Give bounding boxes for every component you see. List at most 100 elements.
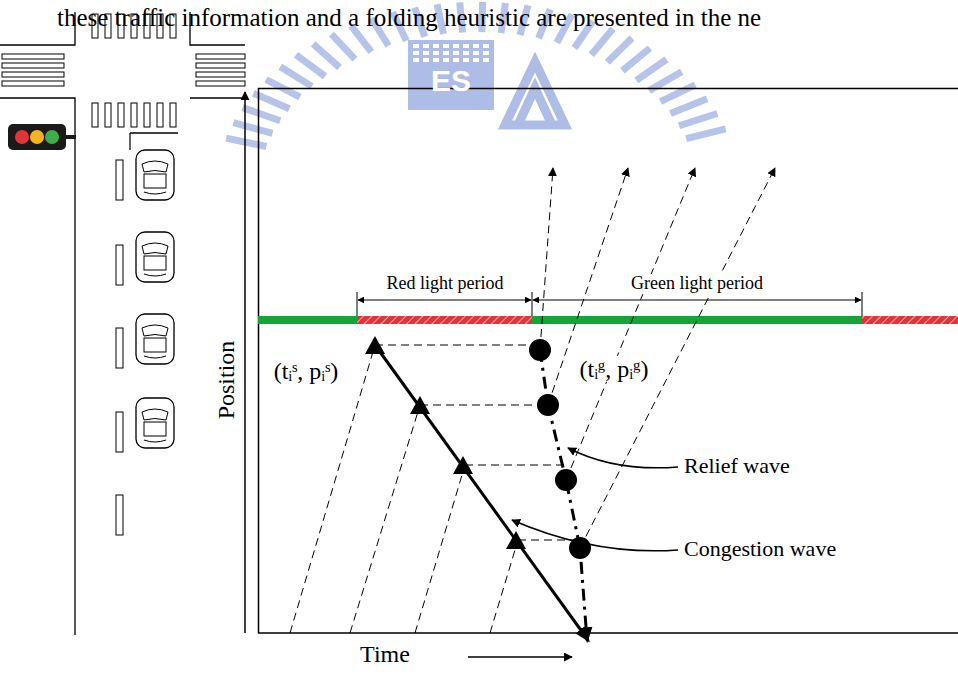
drawing-part xyxy=(8,124,66,150)
drawing-part xyxy=(506,531,526,549)
drawing-part xyxy=(144,103,150,127)
drawing-part xyxy=(2,81,64,86)
congestion-wave-line xyxy=(375,345,588,640)
drawing-part xyxy=(679,114,717,126)
logo-windows xyxy=(413,44,489,62)
position-axis xyxy=(244,92,246,633)
drawing-part xyxy=(660,85,695,102)
drawing-part xyxy=(358,300,531,301)
drawing-part xyxy=(105,103,111,127)
drawing-part xyxy=(670,99,707,114)
drawing-part xyxy=(686,129,726,139)
watermark-letters: ES xyxy=(431,64,471,97)
drawing-part xyxy=(190,97,245,98)
drawing-part xyxy=(473,58,479,62)
period-dimensions xyxy=(357,292,862,316)
plot-frame xyxy=(259,89,958,634)
drawing-part xyxy=(413,51,419,55)
drawing-part xyxy=(483,44,489,48)
logo-letter-shape xyxy=(505,62,565,125)
drawing-part xyxy=(350,405,420,633)
logo-building xyxy=(408,40,494,110)
point-label: (tᵢᵍ, pᵢᵍ) xyxy=(578,356,651,382)
point-label: (tᵢˢ, pᵢˢ) xyxy=(272,358,341,384)
drawing-part xyxy=(433,51,439,55)
drawing-part xyxy=(331,34,354,59)
drawing-part xyxy=(226,138,266,146)
axis-label: Time xyxy=(360,641,410,667)
drawing-part xyxy=(423,51,429,55)
drawing-part xyxy=(30,130,44,144)
drawing-part xyxy=(196,72,245,77)
drawing-part xyxy=(555,469,577,491)
drawing-part xyxy=(413,44,419,48)
drawing-part xyxy=(2,63,64,68)
drawing-part xyxy=(243,108,281,121)
drawing-part xyxy=(357,316,532,324)
drawing-part xyxy=(453,44,459,48)
drawing-part xyxy=(413,58,419,62)
drawing-part xyxy=(196,63,245,68)
drawing-part xyxy=(290,345,375,633)
drawing-part xyxy=(136,398,174,448)
drawing-part xyxy=(483,51,489,55)
period-label: Red light period xyxy=(385,274,506,294)
drawing-part xyxy=(15,130,29,144)
drawing-part xyxy=(566,168,695,480)
drawing-part xyxy=(258,316,357,324)
drawing-part xyxy=(463,44,469,48)
drawing-part xyxy=(233,123,272,134)
drawing-part xyxy=(433,44,439,48)
drawing-part xyxy=(622,48,650,71)
signal-bar xyxy=(258,316,958,324)
queued-cars xyxy=(136,150,174,448)
drawing-part xyxy=(280,67,312,87)
leader-line xyxy=(568,448,678,468)
axis-label: Position xyxy=(213,341,239,420)
drawing-part xyxy=(118,103,124,127)
drawing-part xyxy=(2,54,64,59)
wave-label: Relief wave xyxy=(682,454,792,478)
leader-line xyxy=(512,520,678,551)
drawing-part xyxy=(365,336,385,354)
stop-markers xyxy=(365,336,526,549)
traffic-light xyxy=(8,124,76,150)
drawing-part xyxy=(0,98,75,635)
drawing-part xyxy=(357,292,358,316)
page-text: these traffic information and a folding … xyxy=(57,4,761,32)
drawing-part xyxy=(196,54,245,59)
drawing-part xyxy=(423,44,429,48)
drawing-part xyxy=(465,465,566,466)
drawing-part xyxy=(129,133,130,150)
drawing-part xyxy=(170,103,176,127)
drawing-part xyxy=(423,58,429,62)
drawing-part xyxy=(375,345,540,346)
drawing-part xyxy=(130,132,178,133)
drawing-part xyxy=(490,540,518,633)
drawing-part xyxy=(313,44,339,67)
drawing-part xyxy=(443,44,449,48)
drawing-part xyxy=(196,81,245,86)
drawing-part xyxy=(45,130,59,144)
drawing-part xyxy=(453,58,459,62)
drawing-part xyxy=(443,51,449,55)
drawing-part xyxy=(540,168,553,350)
drawing-part xyxy=(136,150,174,200)
drawing-part xyxy=(591,29,613,55)
drawing-part xyxy=(529,339,551,361)
drawing-part xyxy=(862,316,958,324)
drawing-part xyxy=(473,51,479,55)
relief-wave-line xyxy=(540,350,587,640)
period-label: Green light period xyxy=(629,274,765,294)
drawing-part xyxy=(116,328,123,368)
drawing-part xyxy=(453,51,459,55)
drawing-part xyxy=(463,51,469,55)
lane-markings xyxy=(116,133,130,535)
drawing-part xyxy=(607,38,632,62)
drawing-part xyxy=(131,103,137,127)
intersection xyxy=(0,12,245,635)
drawing-part xyxy=(473,44,479,48)
drawing-part xyxy=(116,245,123,285)
drawing-part xyxy=(415,465,465,633)
